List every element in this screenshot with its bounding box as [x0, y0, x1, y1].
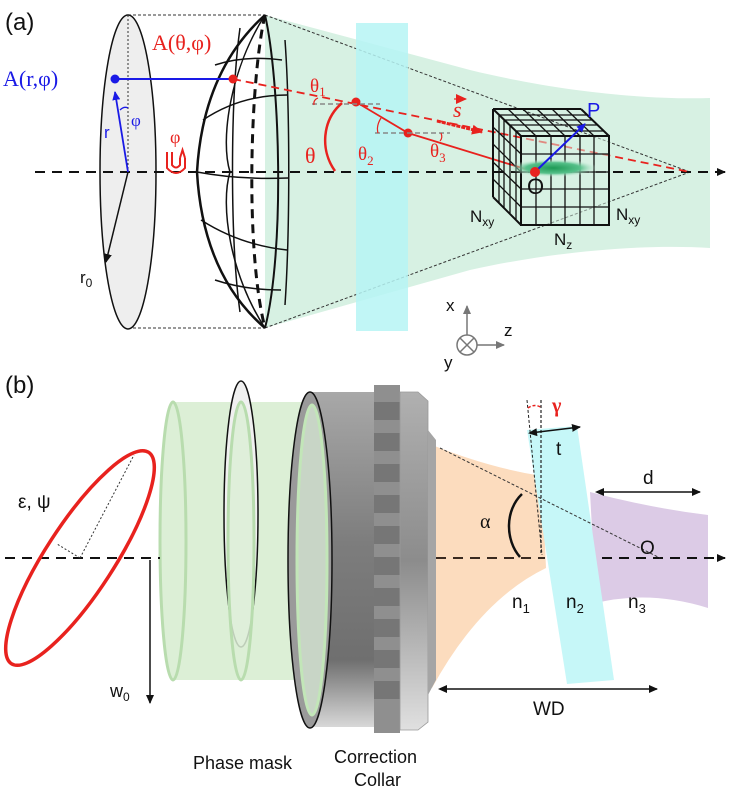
p-vector: [536, 123, 586, 171]
label-s: s: [453, 97, 462, 122]
theta-arc: [323, 102, 343, 172]
caption-phase-mask: Phase mask: [193, 753, 293, 773]
label-n1: n1: [512, 592, 530, 616]
label-w0: w0: [109, 681, 130, 704]
voxel-grid-cube: [492, 108, 610, 226]
label-eps-psi: ε, ψ: [18, 492, 51, 513]
lens-glass: [295, 403, 329, 717]
label-nz: Nz: [554, 230, 572, 252]
thickness-arrow: [528, 423, 581, 437]
sample-medium-region: [590, 492, 708, 608]
r-vector: [112, 91, 129, 173]
coverslip: [527, 426, 614, 684]
ellipse-major-axis: [79, 454, 135, 559]
label-n2: n2: [566, 592, 584, 616]
coordinate-axes: x z y: [444, 296, 513, 372]
origin-point: [530, 167, 540, 177]
label-phi-red: φ: [170, 127, 180, 147]
reference-sphere: [195, 14, 290, 329]
label-y: y: [444, 353, 453, 372]
gamma-arc: [527, 404, 543, 409]
cone-guide-bottom: [264, 171, 691, 329]
theta2-arc: [376, 117, 382, 134]
s-vector: [436, 119, 483, 135]
rotation-arrow-icon: [166, 146, 186, 174]
label-phi-blue: φ: [131, 111, 141, 130]
collar-ridges: [374, 402, 400, 699]
label-z: z: [504, 321, 513, 340]
interface-point-1: [351, 97, 361, 107]
label-a-r-phi: A(r,φ): [3, 66, 58, 91]
phase-mask-front-face: [158, 400, 188, 682]
polarization-ellipse: [3, 448, 157, 668]
label-wd: WD: [533, 699, 565, 720]
label-theta2: θ2: [358, 144, 374, 168]
label-nxy-right: Nxy: [616, 205, 640, 227]
immersion-medium-region: [432, 445, 546, 688]
label-nxy-left: Nxy: [470, 207, 494, 229]
label-p: P: [587, 100, 600, 122]
panel-b-label: (b): [5, 372, 34, 399]
label-gamma: γ: [551, 395, 562, 417]
phase-mask-back-face: [226, 400, 256, 682]
label-o-a: O: [527, 174, 544, 199]
label-n3: n3: [628, 592, 646, 616]
theta1-arc: [313, 97, 319, 106]
panel-a: (a) r0: [3, 9, 726, 372]
label-o-b: O: [640, 538, 655, 559]
focal-spot: [508, 159, 598, 177]
panel-b: (b): [3, 372, 726, 790]
caption-collar: Collar: [354, 770, 401, 790]
phi-arc-blue: [119, 106, 129, 111]
objective-lens: [287, 385, 436, 733]
theta3-arc: [439, 132, 443, 142]
ellipse-minor-axis: [56, 543, 81, 559]
cone-guide-top: [264, 14, 691, 173]
label-x: x: [446, 296, 455, 315]
caption-correction: Correction: [334, 747, 417, 767]
label-d: d: [643, 468, 654, 489]
label-alpha: α: [480, 511, 491, 533]
r0-arrow: [104, 171, 129, 263]
point-a-sphere: [228, 74, 238, 84]
marginal-ray-guide: [439, 447, 661, 559]
label-t: t: [556, 439, 562, 460]
alpha-arc: [507, 493, 523, 558]
r0-label: r0: [80, 268, 93, 290]
label-theta: θ: [305, 143, 316, 168]
label-theta3: θ3: [430, 141, 446, 165]
coverslip-slab: [356, 23, 408, 331]
label-r: r: [104, 123, 110, 142]
panel-a-label: (a): [5, 9, 34, 36]
label-a-theta-phi: A(θ,φ): [152, 30, 211, 55]
label-theta1: θ1: [310, 76, 326, 99]
point-a-pupil: [110, 74, 120, 84]
